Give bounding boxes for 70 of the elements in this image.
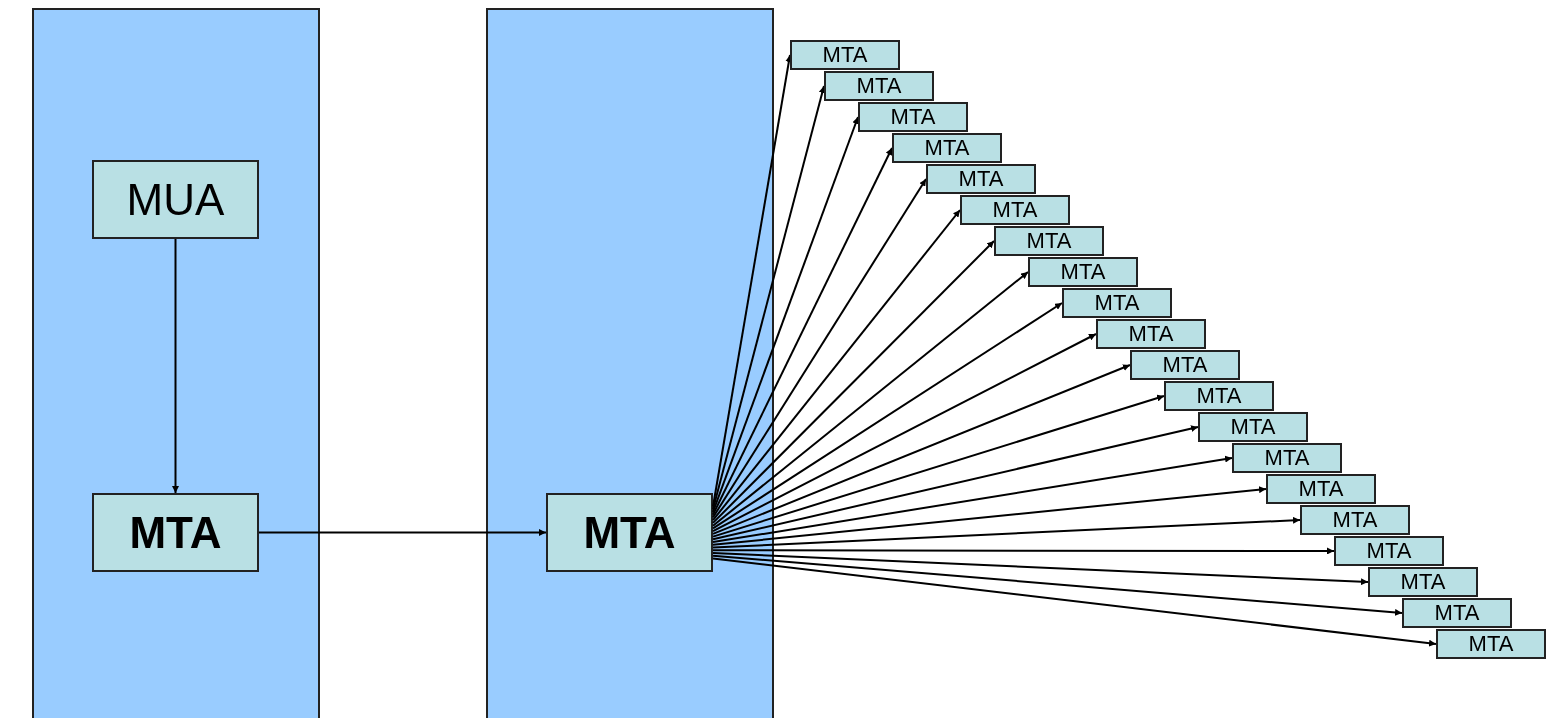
arrow: [712, 85, 826, 511]
node-label: MTA: [1162, 352, 1208, 378]
node-label: MTA: [1026, 228, 1072, 254]
arrow: [712, 178, 927, 519]
arrow: [712, 271, 1029, 527]
agent-box: [92, 493, 259, 572]
node-label: MTA: [1196, 383, 1242, 409]
agent-box: [790, 40, 900, 70]
arrow: [712, 54, 793, 508]
arrow: [712, 209, 961, 522]
agent-box: [960, 195, 1070, 225]
agent-box: [858, 102, 968, 132]
node-label: MTA: [1434, 600, 1480, 626]
agent-box: [1198, 412, 1308, 442]
agent-box: [926, 164, 1036, 194]
agent-box: [92, 160, 259, 239]
agent-box: [1436, 629, 1546, 659]
node-label: MTA: [1060, 259, 1106, 285]
agent-box: [1266, 474, 1376, 504]
node-label: MTA: [1230, 414, 1276, 440]
node-label: MTA: [1400, 569, 1446, 595]
node-label: MTA: [1468, 631, 1514, 657]
agent-box: [1402, 598, 1512, 628]
host-panel: [32, 8, 320, 718]
node-label: MTA: [1264, 445, 1310, 471]
agent-box: [1300, 505, 1410, 535]
node-label: MTA: [1366, 538, 1412, 564]
node-label: MTA: [822, 42, 868, 68]
arrow: [712, 516, 1301, 549]
node-label: MUA: [126, 177, 225, 222]
agent-box: [1334, 536, 1444, 566]
agent-box: [1062, 288, 1172, 318]
agent-box: [1130, 350, 1240, 380]
agent-box: [1368, 567, 1478, 597]
agent-box: [994, 226, 1104, 256]
node-label: MTA: [1094, 290, 1140, 316]
node-label: MTA: [856, 73, 902, 99]
node-label: MTA: [583, 510, 676, 555]
arrow: [712, 364, 1131, 535]
agent-box: [1232, 443, 1342, 473]
agent-box: [1028, 257, 1138, 287]
agent-box: [1096, 319, 1206, 349]
arrow: [712, 486, 1267, 546]
arrow: [712, 425, 1199, 541]
node-label: MTA: [129, 510, 222, 555]
arrow: [712, 554, 1403, 616]
arrow: [712, 333, 1097, 533]
arrow: [712, 547, 1335, 555]
arrow: [258, 529, 547, 536]
node-label: MTA: [1298, 476, 1344, 502]
arrow: [712, 557, 1437, 647]
arrow: [712, 240, 995, 524]
node-label: MTA: [890, 104, 936, 130]
agent-box: [892, 133, 1002, 163]
arrow: [712, 394, 1165, 538]
node-label: MTA: [1332, 507, 1378, 533]
agent-box: [1164, 381, 1274, 411]
node-label: MTA: [924, 135, 970, 161]
agent-box: [546, 493, 713, 572]
node-label: MTA: [958, 166, 1004, 192]
agent-box: [824, 71, 934, 101]
host-panel: [486, 8, 774, 718]
arrow: [712, 116, 859, 513]
node-label: MTA: [992, 197, 1038, 223]
arrow: [172, 238, 179, 494]
arrow: [712, 147, 893, 516]
node-label: MTA: [1128, 321, 1174, 347]
arrow: [712, 455, 1233, 544]
arrow: [712, 302, 1063, 530]
arrow: [712, 552, 1369, 586]
